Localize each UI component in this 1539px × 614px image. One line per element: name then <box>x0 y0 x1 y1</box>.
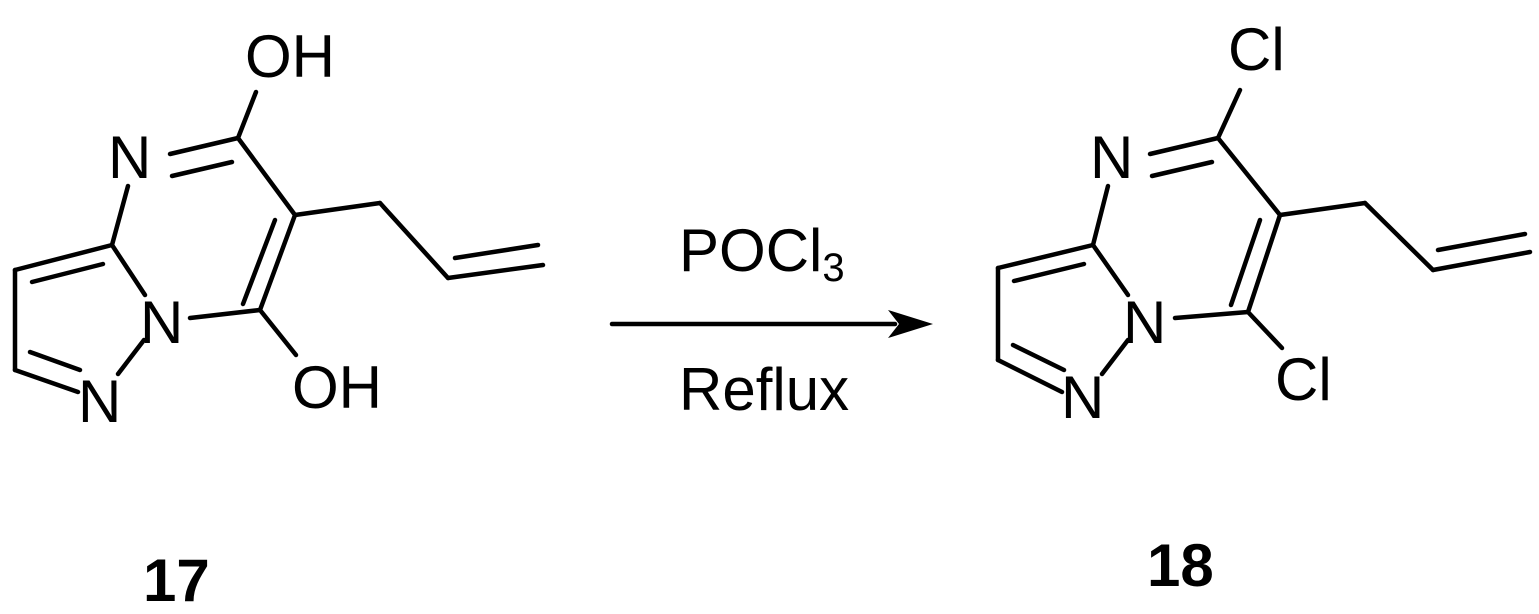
bond <box>240 217 278 307</box>
atom-label: Cl <box>1275 346 1332 413</box>
bond <box>257 307 299 358</box>
bond <box>1099 337 1131 377</box>
reactant-structure: N N N OH OH <box>12 23 546 435</box>
atom-label: N <box>1123 289 1166 356</box>
compound-number-17: 17 <box>143 547 210 614</box>
bond <box>29 261 106 285</box>
reagent-label: POCl3 <box>679 217 845 290</box>
bond <box>1090 242 1131 298</box>
reagent-subscript: 3 <box>822 246 844 290</box>
bond <box>1147 135 1221 157</box>
bond <box>452 242 541 261</box>
bond <box>109 242 148 298</box>
bond <box>1215 87 1243 141</box>
atom-label: OH <box>292 354 382 421</box>
bond <box>257 212 298 313</box>
condition-label: Reflux <box>679 356 849 423</box>
product-structure: N N N Cl Cl <box>995 16 1533 431</box>
atom-label: N <box>1061 364 1104 431</box>
bond <box>12 367 81 395</box>
bond <box>1245 212 1283 315</box>
bond <box>169 159 235 179</box>
bond <box>27 349 83 373</box>
bond <box>12 242 115 273</box>
atom-label: OH <box>245 23 335 90</box>
bond <box>1228 217 1263 308</box>
bond <box>445 262 546 281</box>
bond <box>1277 200 1368 218</box>
bond <box>1430 249 1533 273</box>
bond <box>235 135 298 218</box>
atom-label: N <box>1090 124 1133 191</box>
bond <box>187 307 263 321</box>
atom-label: Cl <box>1228 16 1285 83</box>
bond <box>109 183 131 248</box>
arrow-head <box>888 310 933 338</box>
compound-number-18: 18 <box>1147 532 1214 599</box>
bond <box>235 89 259 141</box>
reagent-main: POCl <box>679 217 822 284</box>
reaction-arrow <box>609 310 933 338</box>
bond <box>1362 200 1436 273</box>
bond <box>167 135 241 157</box>
bond <box>995 242 1096 271</box>
bond <box>1215 135 1283 218</box>
atom-label: N <box>140 289 183 356</box>
bond <box>292 200 383 218</box>
atom-label: N <box>78 368 121 435</box>
bond <box>1245 309 1285 351</box>
bond <box>995 357 1065 395</box>
bond <box>1172 309 1251 321</box>
bond <box>115 337 147 377</box>
bond <box>1011 261 1087 284</box>
bond <box>1010 342 1067 373</box>
bond <box>377 200 451 281</box>
atom-label: N <box>108 124 151 191</box>
bond <box>1090 183 1111 248</box>
bond <box>1435 231 1528 253</box>
bond <box>1149 159 1215 179</box>
